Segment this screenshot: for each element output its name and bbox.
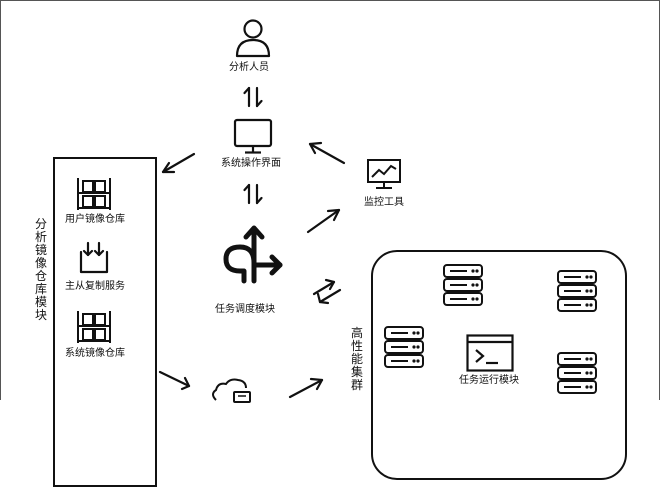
ui-scheduler-bidirectional-arrow	[243, 183, 263, 205]
system-repo-label: 系统镜像仓库	[65, 348, 125, 359]
ui-label: 系统操作界面	[221, 158, 281, 169]
shelf-repository-icon	[77, 311, 111, 343]
scheduler-label: 任务调度模块	[215, 304, 275, 315]
analyst-label: 分析人员	[229, 62, 269, 73]
analyst-ui-bidirectional-arrow	[243, 86, 263, 108]
download-sync-icon	[79, 241, 109, 274]
server-icon	[443, 264, 483, 306]
analysis-repo-module-label: 分析镜像仓库模块	[34, 217, 47, 322]
hpc-cluster-label: 高性能集群	[350, 326, 363, 392]
scheduler-to-monitor-arrow	[306, 208, 341, 234]
scheduler-cluster-bidirectional-arrow	[312, 278, 342, 305]
terminal-icon	[466, 334, 514, 372]
user-icon	[235, 19, 271, 58]
ui-to-repo-module-arrow	[161, 152, 196, 174]
user-repo-label: 用户镜像仓库	[65, 214, 125, 225]
monitor-tool-label: 监控工具	[364, 197, 404, 208]
server-icon	[557, 270, 597, 312]
server-icon	[384, 326, 424, 368]
server-icon	[557, 352, 597, 394]
chart-monitor-icon	[367, 159, 401, 189]
repo-module-to-storage-arrow	[158, 370, 191, 391]
monitor-screen-icon	[233, 118, 273, 154]
shelf-repository-icon	[77, 178, 111, 210]
monitor-to-ui-arrow	[308, 141, 346, 165]
sync-service-label: 主从复制服务	[65, 281, 125, 292]
scheduler-routing-icon	[223, 225, 283, 284]
connector-arrows	[158, 86, 346, 399]
storage-to-cluster-arrow	[288, 377, 324, 399]
cloud-storage-icon	[212, 378, 251, 403]
task-runner-label: 任务运行模块	[459, 375, 519, 386]
